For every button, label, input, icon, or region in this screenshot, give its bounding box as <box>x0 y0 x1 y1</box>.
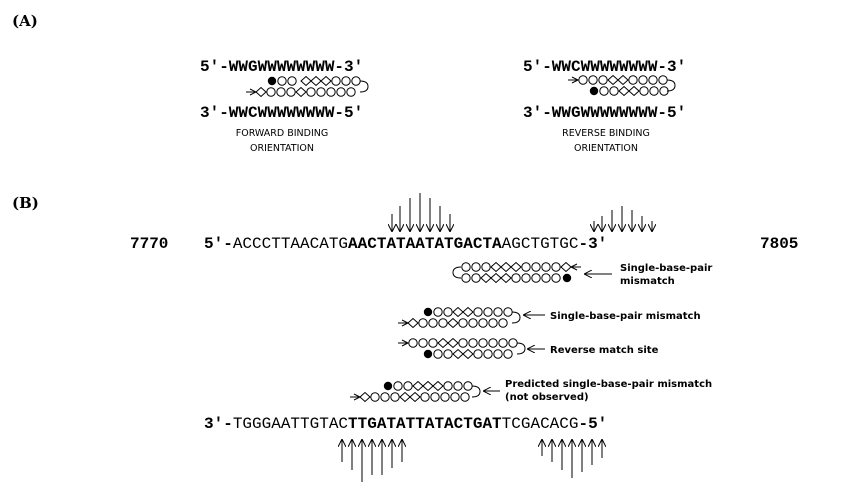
reverse-polyamide-icon <box>568 74 676 97</box>
annotation-reverse-match: Reverse match site <box>550 345 659 356</box>
reverse-binding-group: 5′-WWCWWWWWWWW-3′ 3′-WWGWWWWWWWW-5′ REVE… <box>523 58 686 154</box>
polyamide-reverse-match-icon <box>398 337 526 360</box>
polyamide-top-mismatch-icon <box>452 261 581 284</box>
panel-a-label: (A) <box>12 12 38 30</box>
cleavage-arrows-bottom-left <box>342 440 402 482</box>
cleavage-arrows-top-left <box>392 193 450 231</box>
forward-caption-line1: FORWARD BINDING <box>236 128 328 139</box>
top-strand-sequence: 5′-ACCCTTAACATGAACTATAATATGACTAAGCTGTGC-… <box>204 235 607 253</box>
reverse-top-strand: 5′-WWCWWWWWWWW-3′ <box>523 58 686 76</box>
polyamide-predicted-mismatch-icon <box>350 380 481 403</box>
forward-polyamide-icon <box>246 75 369 98</box>
forward-caption-line2: ORIENTATION <box>250 143 314 154</box>
annotation-predicted-line2: (not observed) <box>505 392 589 403</box>
polyamide-middle-mismatch-icon <box>398 306 521 329</box>
forward-bottom-strand: 3′-WWCWWWWWWWW-5′ <box>200 104 363 122</box>
cleavage-arrows-bottom-right <box>542 440 602 478</box>
reverse-caption-line1: REVERSE BINDING <box>562 128 650 139</box>
cleavage-arrows-top-right <box>594 206 652 231</box>
position-start: 7770 <box>130 235 168 253</box>
position-end: 7805 <box>760 235 798 253</box>
reverse-bottom-strand: 3′-WWGWWWWWWWW-5′ <box>523 104 686 122</box>
forward-top-strand: 5′-WWGWWWWWWWW-3′ <box>200 58 363 76</box>
forward-binding-group: 5′-WWGWWWWWWWW-3′ 3′-WWCWWWWWWWW-5′ FORW… <box>200 58 369 154</box>
reverse-caption-line2: ORIENTATION <box>574 143 638 154</box>
annotation-top-mismatch-line1: Single-base-pair <box>620 263 712 274</box>
bottom-strand-sequence: 3′-TGGGAATTGTACTTGATATTATACTGATTCGACACG-… <box>204 415 607 433</box>
annotation-top-mismatch-line2: mismatch <box>620 276 675 287</box>
annotation-predicted-line1: Predicted single-base-pair mismatch <box>505 379 712 390</box>
annotation-middle-mismatch: Single-base-pair mismatch <box>550 311 701 322</box>
panel-b-label: (B) <box>12 194 39 212</box>
